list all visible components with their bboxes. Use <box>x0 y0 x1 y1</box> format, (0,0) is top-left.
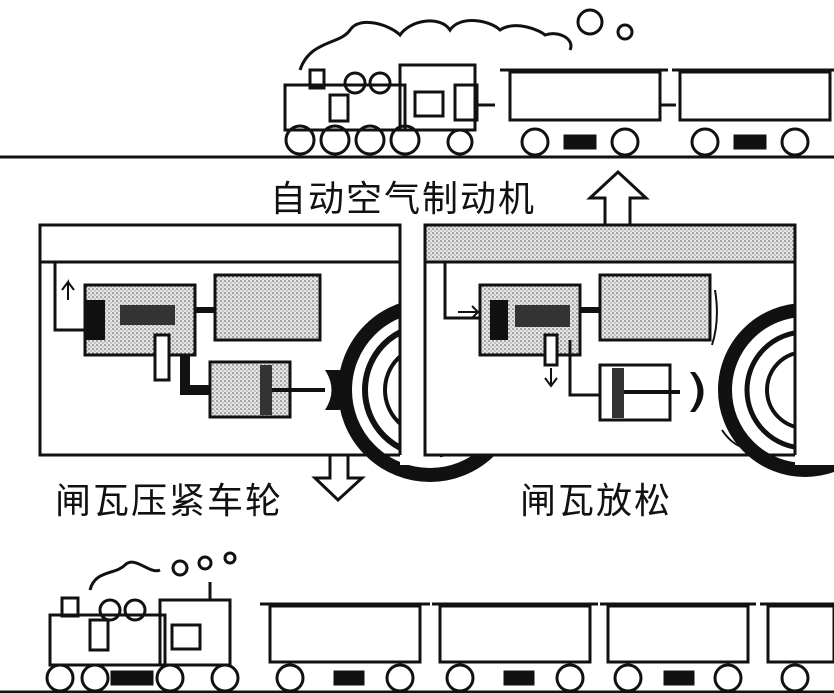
bottom-loco-boiler <box>48 613 167 667</box>
top-car-1 <box>508 70 662 122</box>
diagram-title: 自动空气制动机 <box>270 179 537 220</box>
top-smoke <box>298 19 573 71</box>
left-reservoir <box>213 273 322 342</box>
brake-pressed-label: 闸瓦压紧车轮 <box>55 481 284 522</box>
bottom-car-1 <box>268 604 422 664</box>
panel-brake-released <box>423 223 834 477</box>
top-loco-cab <box>398 63 477 132</box>
top-car-2 <box>678 70 832 122</box>
down-arrow <box>311 455 366 503</box>
right-reservoir <box>598 273 712 342</box>
bottom-smoke <box>88 560 161 591</box>
up-arrow <box>586 169 650 225</box>
top-train <box>283 8 834 157</box>
bottom-train <box>45 551 834 693</box>
right-brake-shoe <box>690 372 704 412</box>
brake-released-label: 闸瓦放松 <box>520 481 673 522</box>
bottom-loco-cab <box>158 598 232 667</box>
bottom-car-4 <box>766 604 834 664</box>
bottom-car-3 <box>606 604 750 664</box>
bottom-car-2 <box>438 604 592 664</box>
